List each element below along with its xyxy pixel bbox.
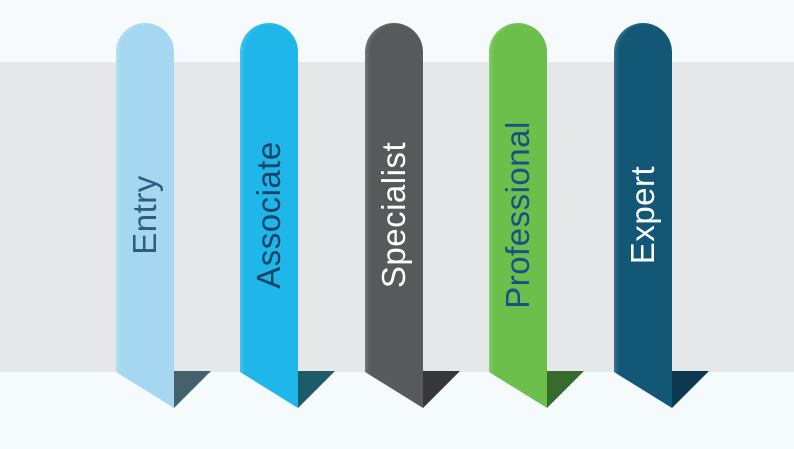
ribbon-expert-body bbox=[614, 23, 672, 408]
ribbon-expert: Expert bbox=[614, 23, 709, 408]
ribbon-entry-fold-shadow bbox=[174, 371, 211, 408]
ribbon-specialist-body bbox=[365, 23, 423, 408]
ribbon-associate-body bbox=[240, 23, 298, 408]
ribbon-professional-body bbox=[489, 23, 547, 408]
ribbon-specialist: Specialist bbox=[365, 23, 460, 408]
ribbon-expert-fold-shadow bbox=[672, 371, 709, 408]
ribbon-specialist-fold-shadow bbox=[423, 371, 460, 408]
ribbon-associate-label: Associate bbox=[250, 141, 287, 289]
ribbon-professional: Professional bbox=[489, 23, 584, 408]
ribbon-expert-label: Expert bbox=[624, 165, 661, 265]
ribbon-professional-label: Professional bbox=[499, 121, 536, 309]
ribbon-entry-label: Entry bbox=[126, 175, 163, 255]
ribbon-associate: Associate bbox=[240, 23, 335, 408]
ribbon-specialist-label: Specialist bbox=[375, 141, 412, 289]
ribbon-entry-body bbox=[116, 23, 174, 408]
ribbon-professional-fold-shadow bbox=[547, 371, 584, 408]
ribbon-associate-fold-shadow bbox=[298, 371, 335, 408]
ribbon-entry: Entry bbox=[116, 23, 211, 408]
